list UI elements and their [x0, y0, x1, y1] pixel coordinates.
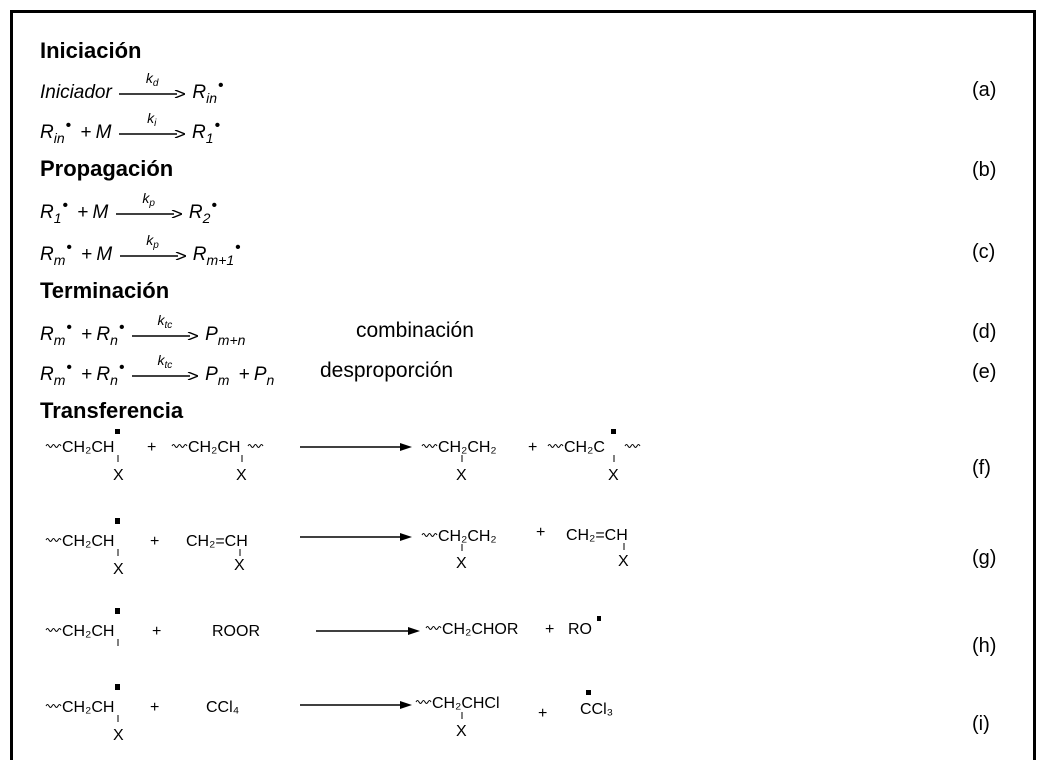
- substituent-x: X: [456, 467, 467, 484]
- radical-dot-icon: •: [66, 319, 73, 336]
- polymer-chain-icon: [425, 626, 442, 630]
- product-radical: CH₂C: [564, 439, 605, 456]
- polymer-chain-icon: [45, 704, 62, 708]
- reactant-chain: CH₂CH: [188, 439, 240, 456]
- plus-sign: +: [150, 699, 159, 716]
- product-radical: RO: [568, 621, 592, 638]
- plus-sign: +: [538, 705, 547, 722]
- initiator-label: Iniciador: [40, 82, 112, 103]
- product-chloride: CH₂CHCl: [432, 695, 500, 712]
- reaction-arrow: ki: [118, 111, 185, 140]
- radical-dot-icon: [611, 429, 616, 434]
- note-disproportionation: desproporción: [320, 359, 454, 382]
- transfer-reaction-g: CH₂CH X + CH₂=CH X CH₂CH₂ X + CH₂=CH X: [45, 518, 629, 578]
- plus-sign: +: [528, 439, 537, 456]
- peroxide: ROOR: [212, 623, 260, 640]
- plus-sign: +: [147, 439, 156, 456]
- transfer-reaction-f: CH₂CH X + CH₂CH X CH₂CH₂ X + CH₂C X: [45, 429, 641, 484]
- carbon-tetrachloride: CCl₄: [206, 699, 239, 716]
- reaction-arrow: ktc: [131, 313, 198, 342]
- polymer-chain-icon: [547, 444, 564, 448]
- reactant-radical: CH₂CH: [62, 699, 114, 716]
- polymer-chain-icon: [45, 628, 62, 632]
- polymer-chain-icon: [421, 533, 438, 537]
- radical-dot-icon: [115, 608, 120, 614]
- reaction-arrow: kp: [115, 191, 182, 220]
- radical-dot-icon: •: [218, 77, 224, 94]
- substituent-x: X: [456, 555, 467, 572]
- substituent-x: X: [113, 561, 124, 578]
- diagram-frame: [10, 10, 1036, 760]
- product-chain: CH₂CH₂: [438, 439, 497, 456]
- equation-propagation-first: R1• +M kp R2•: [40, 190, 218, 226]
- plus-sign: +: [536, 524, 545, 541]
- note-combination: combinación: [356, 319, 474, 342]
- reaction-arrow: kd: [119, 71, 186, 100]
- radical-dot-icon: [597, 616, 601, 621]
- label-a: (a): [972, 79, 997, 101]
- radical-dot-icon: •: [211, 197, 218, 214]
- radical-dot-icon: •: [66, 359, 73, 376]
- radical-dot-icon: [115, 684, 120, 690]
- polymer-chain-icon: [171, 444, 188, 448]
- radical-dot-icon: [586, 690, 591, 695]
- plus-sign: +: [545, 621, 554, 638]
- radical-dot-icon: •: [118, 359, 125, 376]
- radical-dot-icon: •: [62, 197, 69, 214]
- reactant-radical: CH₂CH: [62, 439, 114, 456]
- radical-dot-icon: [115, 429, 120, 434]
- radical-dot-icon: •: [66, 239, 73, 256]
- equation-initiator-decomposition: Iniciador kd Rin•: [40, 70, 224, 106]
- equation-initiation-monomer: Rin• +M ki R1•: [40, 110, 221, 146]
- substituent-x: X: [234, 557, 245, 574]
- equation-termination-combination: Rm• +Rn• ktc Pm+n: [40, 312, 246, 348]
- transfer-reaction-h: CH₂CH + ROOR CH₂CHOR + RO: [45, 608, 601, 646]
- polymer-chain-icon: [421, 444, 438, 448]
- substituent-x: X: [618, 553, 629, 570]
- radical-dot-icon: •: [235, 239, 241, 256]
- label-b: (b): [972, 159, 997, 181]
- monomer: CH₂=CH: [186, 533, 248, 550]
- polymer-chain-icon: [45, 444, 62, 448]
- label-c: (c): [972, 241, 996, 263]
- section-propagation: Propagación: [40, 156, 174, 181]
- radical-dot-icon: •: [214, 117, 221, 134]
- product-radical: CCl₃: [580, 701, 613, 718]
- reactant-radical: CH₂CH: [62, 533, 114, 550]
- polymer-chain-icon: [247, 444, 264, 448]
- section-termination: Terminación: [40, 278, 170, 303]
- polymer-chain-icon: [415, 700, 432, 704]
- section-initiation: Iniciación: [40, 38, 142, 63]
- radical-dot-icon: •: [65, 117, 72, 134]
- product-ether: CH₂CHOR: [442, 621, 518, 638]
- reaction-arrow: kp: [119, 233, 186, 262]
- equation-termination-disproportionation: Rm• +Rn• ktc Pm +Pn: [40, 352, 275, 388]
- substituent-x: X: [113, 727, 124, 744]
- radical-dot-icon: [115, 518, 120, 524]
- radical-dot-icon: •: [118, 319, 125, 336]
- label-e: (e): [972, 361, 997, 383]
- product-monomer: CH₂=CH: [566, 527, 628, 544]
- section-transfer: Transferencia: [40, 398, 184, 423]
- polymer-chain-icon: [45, 538, 62, 542]
- product-chain: CH₂CH₂: [438, 528, 497, 545]
- plus-sign: +: [150, 533, 159, 550]
- label-d: (d): [972, 321, 997, 343]
- plus-sign: +: [152, 623, 161, 640]
- substituent-x: X: [456, 723, 467, 740]
- label-h: (h): [972, 635, 997, 657]
- label-f: (f): [972, 457, 991, 479]
- substituent-x: X: [113, 467, 124, 484]
- substituent-x: X: [608, 467, 619, 484]
- transfer-reaction-i: CH₂CH X + CCl₄ CH₂CHCl X + CCl₃: [45, 684, 613, 744]
- label-g: (g): [972, 547, 997, 569]
- reactant-radical: CH₂CH: [62, 623, 114, 640]
- equation-propagation-general: Rm• +M kp Rm+1•: [40, 232, 241, 268]
- label-i: (i): [972, 713, 990, 735]
- polymer-chain-icon: [624, 444, 641, 448]
- reaction-arrow: ktc: [131, 353, 198, 382]
- substituent-x: X: [236, 467, 247, 484]
